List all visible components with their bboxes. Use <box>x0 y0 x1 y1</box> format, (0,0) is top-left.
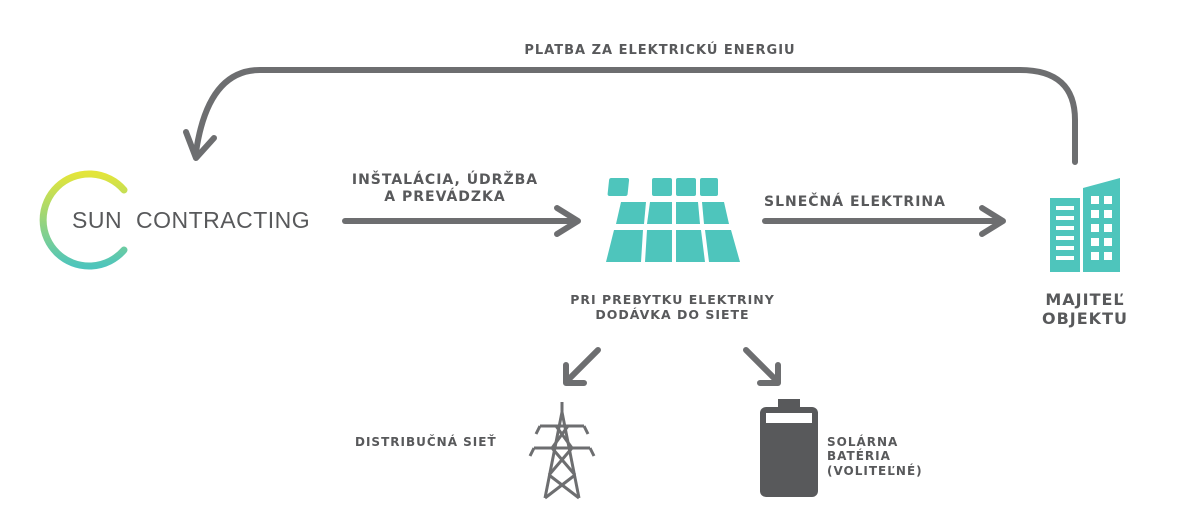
payment-label: PLATBA ZA ELEKTRICKÚ ENERGIU <box>524 43 796 58</box>
power-pylon-icon <box>528 402 596 500</box>
battery-label-line1: SOLÁRNA <box>827 435 899 449</box>
battery-arrow <box>743 347 781 386</box>
owner-label-line1: MAJITEĽ <box>1045 290 1125 309</box>
battery-label: SOLÁRNA BATÉRIA (VOLITEĽNÉ) <box>827 435 923 478</box>
logo-sun-text: SUN <box>72 207 123 233</box>
surplus-label: PRI PREBYTKU ELEKTRINY DODÁVKA DO SIETE <box>545 292 800 322</box>
battery-icon <box>760 399 818 497</box>
battery-label-line2: BATÉRIA <box>827 449 891 464</box>
owner-label: MAJITEĽ OBJEKTU <box>1030 290 1140 328</box>
installation-label: INŠTALÁCIA, ÚDRŽBA A PREVÁDZKA <box>330 172 560 206</box>
surplus-label-line2: DODÁVKA DO SIETE <box>595 307 750 322</box>
grid-label: DISTRIBUČNÁ SIEŤ <box>355 435 497 449</box>
building-icon <box>1050 178 1120 272</box>
surplus-label-line1: PRI PREBYTKU ELEKTRINY <box>570 292 775 307</box>
battery-label-line3: (VOLITEĽNÉ) <box>827 463 923 478</box>
grid-arrow <box>563 347 601 386</box>
solar-electricity-arrow <box>762 205 1006 237</box>
solar-electricity-label: SLNEČNÁ ELEKTRINA <box>764 194 946 210</box>
solar-panel-icon <box>606 178 740 262</box>
installation-label-line1: INŠTALÁCIA, ÚDRŽBA <box>351 172 539 188</box>
owner-label-line2: OBJEKTU <box>1042 309 1128 329</box>
logo-contracting-text: CONTRACTING <box>136 207 311 233</box>
payment-arrow <box>183 67 1078 165</box>
logo-ring <box>39 170 128 270</box>
installation-label-line2: A PREVÁDZKA <box>384 188 506 205</box>
installation-arrow <box>342 205 581 237</box>
